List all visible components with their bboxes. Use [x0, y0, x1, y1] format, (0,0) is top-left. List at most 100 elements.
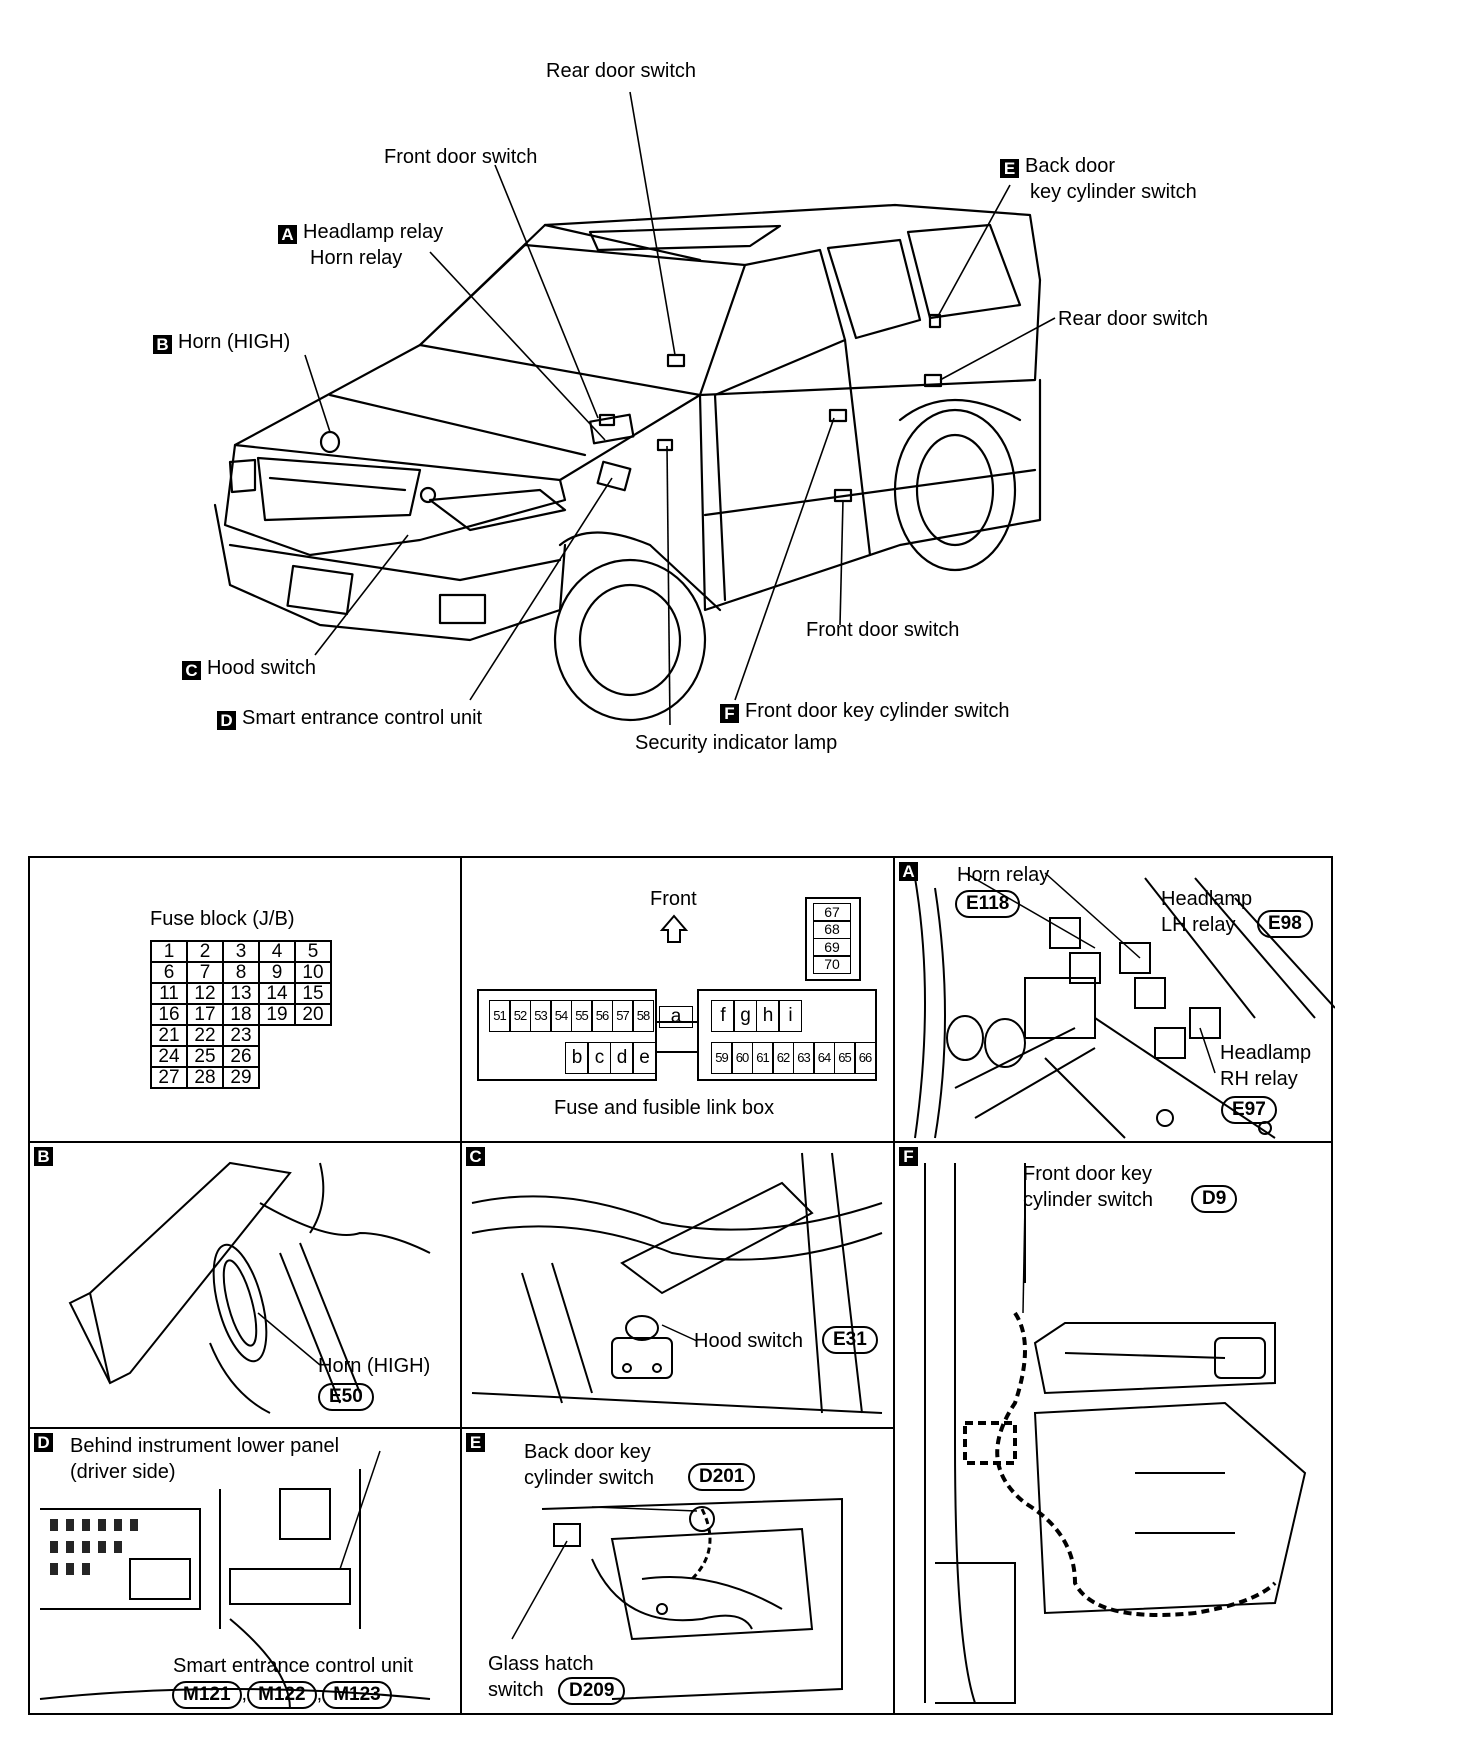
fuse-cell: i	[778, 1000, 802, 1032]
fuse-cell: 28	[186, 1066, 224, 1089]
panel-d-unit-drawing	[39, 1450, 431, 1710]
fuse-cell: 17	[186, 1003, 224, 1026]
panel-d-driver-side: (driver side)	[70, 1461, 176, 1483]
fuse-cell: 64	[813, 1042, 835, 1074]
label-security-lamp: Security indicator lamp	[635, 732, 838, 754]
panel-f-cylinder-switch: cylinder switch	[1023, 1189, 1154, 1211]
panel-a-headlamp-rh: Headlamp	[1220, 1042, 1312, 1064]
panel-f-front-door-key: Front door key	[1023, 1163, 1152, 1185]
label-front-door-switch-top: Front door switch	[384, 146, 538, 168]
panel-a-headlamp-lh-2: LH relay	[1161, 914, 1236, 936]
fuse-cell: 11	[150, 982, 188, 1005]
panel-f-tag: F	[899, 1147, 918, 1166]
panel-e-cylinder-switch: cylinder switch	[524, 1467, 655, 1489]
fuse-a-cell: a	[658, 1006, 693, 1028]
panel-a-horn-relay: Horn relay	[957, 864, 1050, 886]
fuse-cell: 54	[550, 1000, 572, 1032]
fuse-cell: 23	[222, 1024, 260, 1047]
letter-d-marker: D	[217, 711, 236, 730]
fuse-cell: 66	[854, 1042, 876, 1074]
fusible-box-caption: Fuse and fusible link box	[554, 1097, 775, 1119]
fuse-cell: 69	[813, 937, 851, 957]
panel-b-horn-high: Horn (HIGH)	[318, 1355, 431, 1377]
panel-d-connectors: M121,M122,M123	[172, 1681, 392, 1709]
fuse-cell: e	[632, 1042, 656, 1074]
panel-d: D Behind instrument lower panel (driver …	[28, 1427, 462, 1715]
panel-e-backdoor-drawing	[511, 1497, 843, 1700]
fuse-cell: 61	[751, 1042, 774, 1074]
panel-b-horn-drawing	[68, 1161, 431, 1414]
panel-f-d9: D9	[1191, 1185, 1238, 1213]
fuse-cell-empty	[259, 1046, 295, 1067]
fuse-cell: 52	[509, 1000, 531, 1032]
fuse-cell: 20	[294, 1003, 332, 1026]
fuse-cell: 12	[186, 982, 224, 1005]
panel-b: B Horn (HIGH) E50	[28, 1141, 462, 1429]
fuse-cell: 5	[294, 940, 332, 963]
label-front-door-switch-bottom: Front door switch	[806, 619, 960, 641]
fuse-cell: 15	[294, 982, 332, 1005]
panel-c-hood-switch: Hood switch	[694, 1330, 803, 1352]
fuse-cell: 51	[488, 1000, 511, 1032]
fuse-cell: d	[609, 1042, 634, 1074]
panel-e-glass-hatch: Glass hatch	[488, 1653, 594, 1675]
panel-f-door-drawing	[924, 1163, 1307, 1704]
fuse-cell: 14	[258, 982, 296, 1005]
panel-c: C Hood switch E31	[460, 1141, 895, 1429]
label-rear-door-switch-right: Rear door switch	[1058, 308, 1209, 330]
panel-b-tag: B	[34, 1147, 53, 1166]
fuse-cell: c	[587, 1042, 611, 1074]
fuse-cell: 58	[632, 1000, 654, 1032]
panel-d-behind: Behind instrument lower panel	[70, 1435, 340, 1457]
fuse-cell: 9	[258, 961, 296, 984]
fuse-cell: 25	[186, 1045, 224, 1068]
fuse-cell: 70	[813, 955, 851, 974]
letter-e-marker: E	[1000, 159, 1019, 178]
fuse-cell: 24	[150, 1045, 188, 1068]
panel-e: E Back door key cylinder switch D201 Gla…	[460, 1427, 895, 1715]
fuse-cell: 18	[222, 1003, 260, 1026]
fuse-cell: 6	[150, 961, 188, 984]
fuse-cell-empty	[295, 1067, 331, 1088]
fuse-cell: 8	[222, 961, 260, 984]
panel-a-tag: A	[899, 862, 918, 881]
fuse-cell: 26	[222, 1045, 260, 1068]
fuse-block-title: Fuse block (J/B)	[150, 908, 295, 930]
fuse-cell: f	[710, 1000, 735, 1032]
fuse-cell: b	[564, 1042, 589, 1074]
letter-b-marker: B	[153, 335, 172, 354]
fuse-cell: 1	[150, 940, 188, 963]
fuse-cell: 3	[222, 940, 260, 963]
letter-a-marker: A	[278, 225, 297, 244]
fuse-cell: 19	[258, 1003, 296, 1026]
fuse-cell: h	[755, 1000, 780, 1032]
fuse-cell: 60	[731, 1042, 753, 1074]
fuse-cell: 53	[529, 1000, 552, 1032]
fuse-cell: 67	[813, 902, 851, 922]
fuse-cell: 55	[570, 1000, 593, 1032]
panel-a-headlamp-lh: Headlamp	[1161, 888, 1253, 910]
panel-d-tag: D	[34, 1433, 53, 1452]
fuse-cell: 22	[186, 1024, 224, 1047]
fuse-cell: g	[733, 1000, 757, 1032]
panel-e-d201: D201	[688, 1463, 756, 1491]
fuse-cell-empty	[295, 1025, 331, 1046]
fuse-cell-empty	[259, 1025, 295, 1046]
panel-c-hood-drawing	[471, 1152, 883, 1414]
label-horn-relay: Horn relay	[310, 247, 403, 269]
fuse-cell: 65	[833, 1042, 856, 1074]
letter-c-marker: C	[182, 661, 201, 680]
